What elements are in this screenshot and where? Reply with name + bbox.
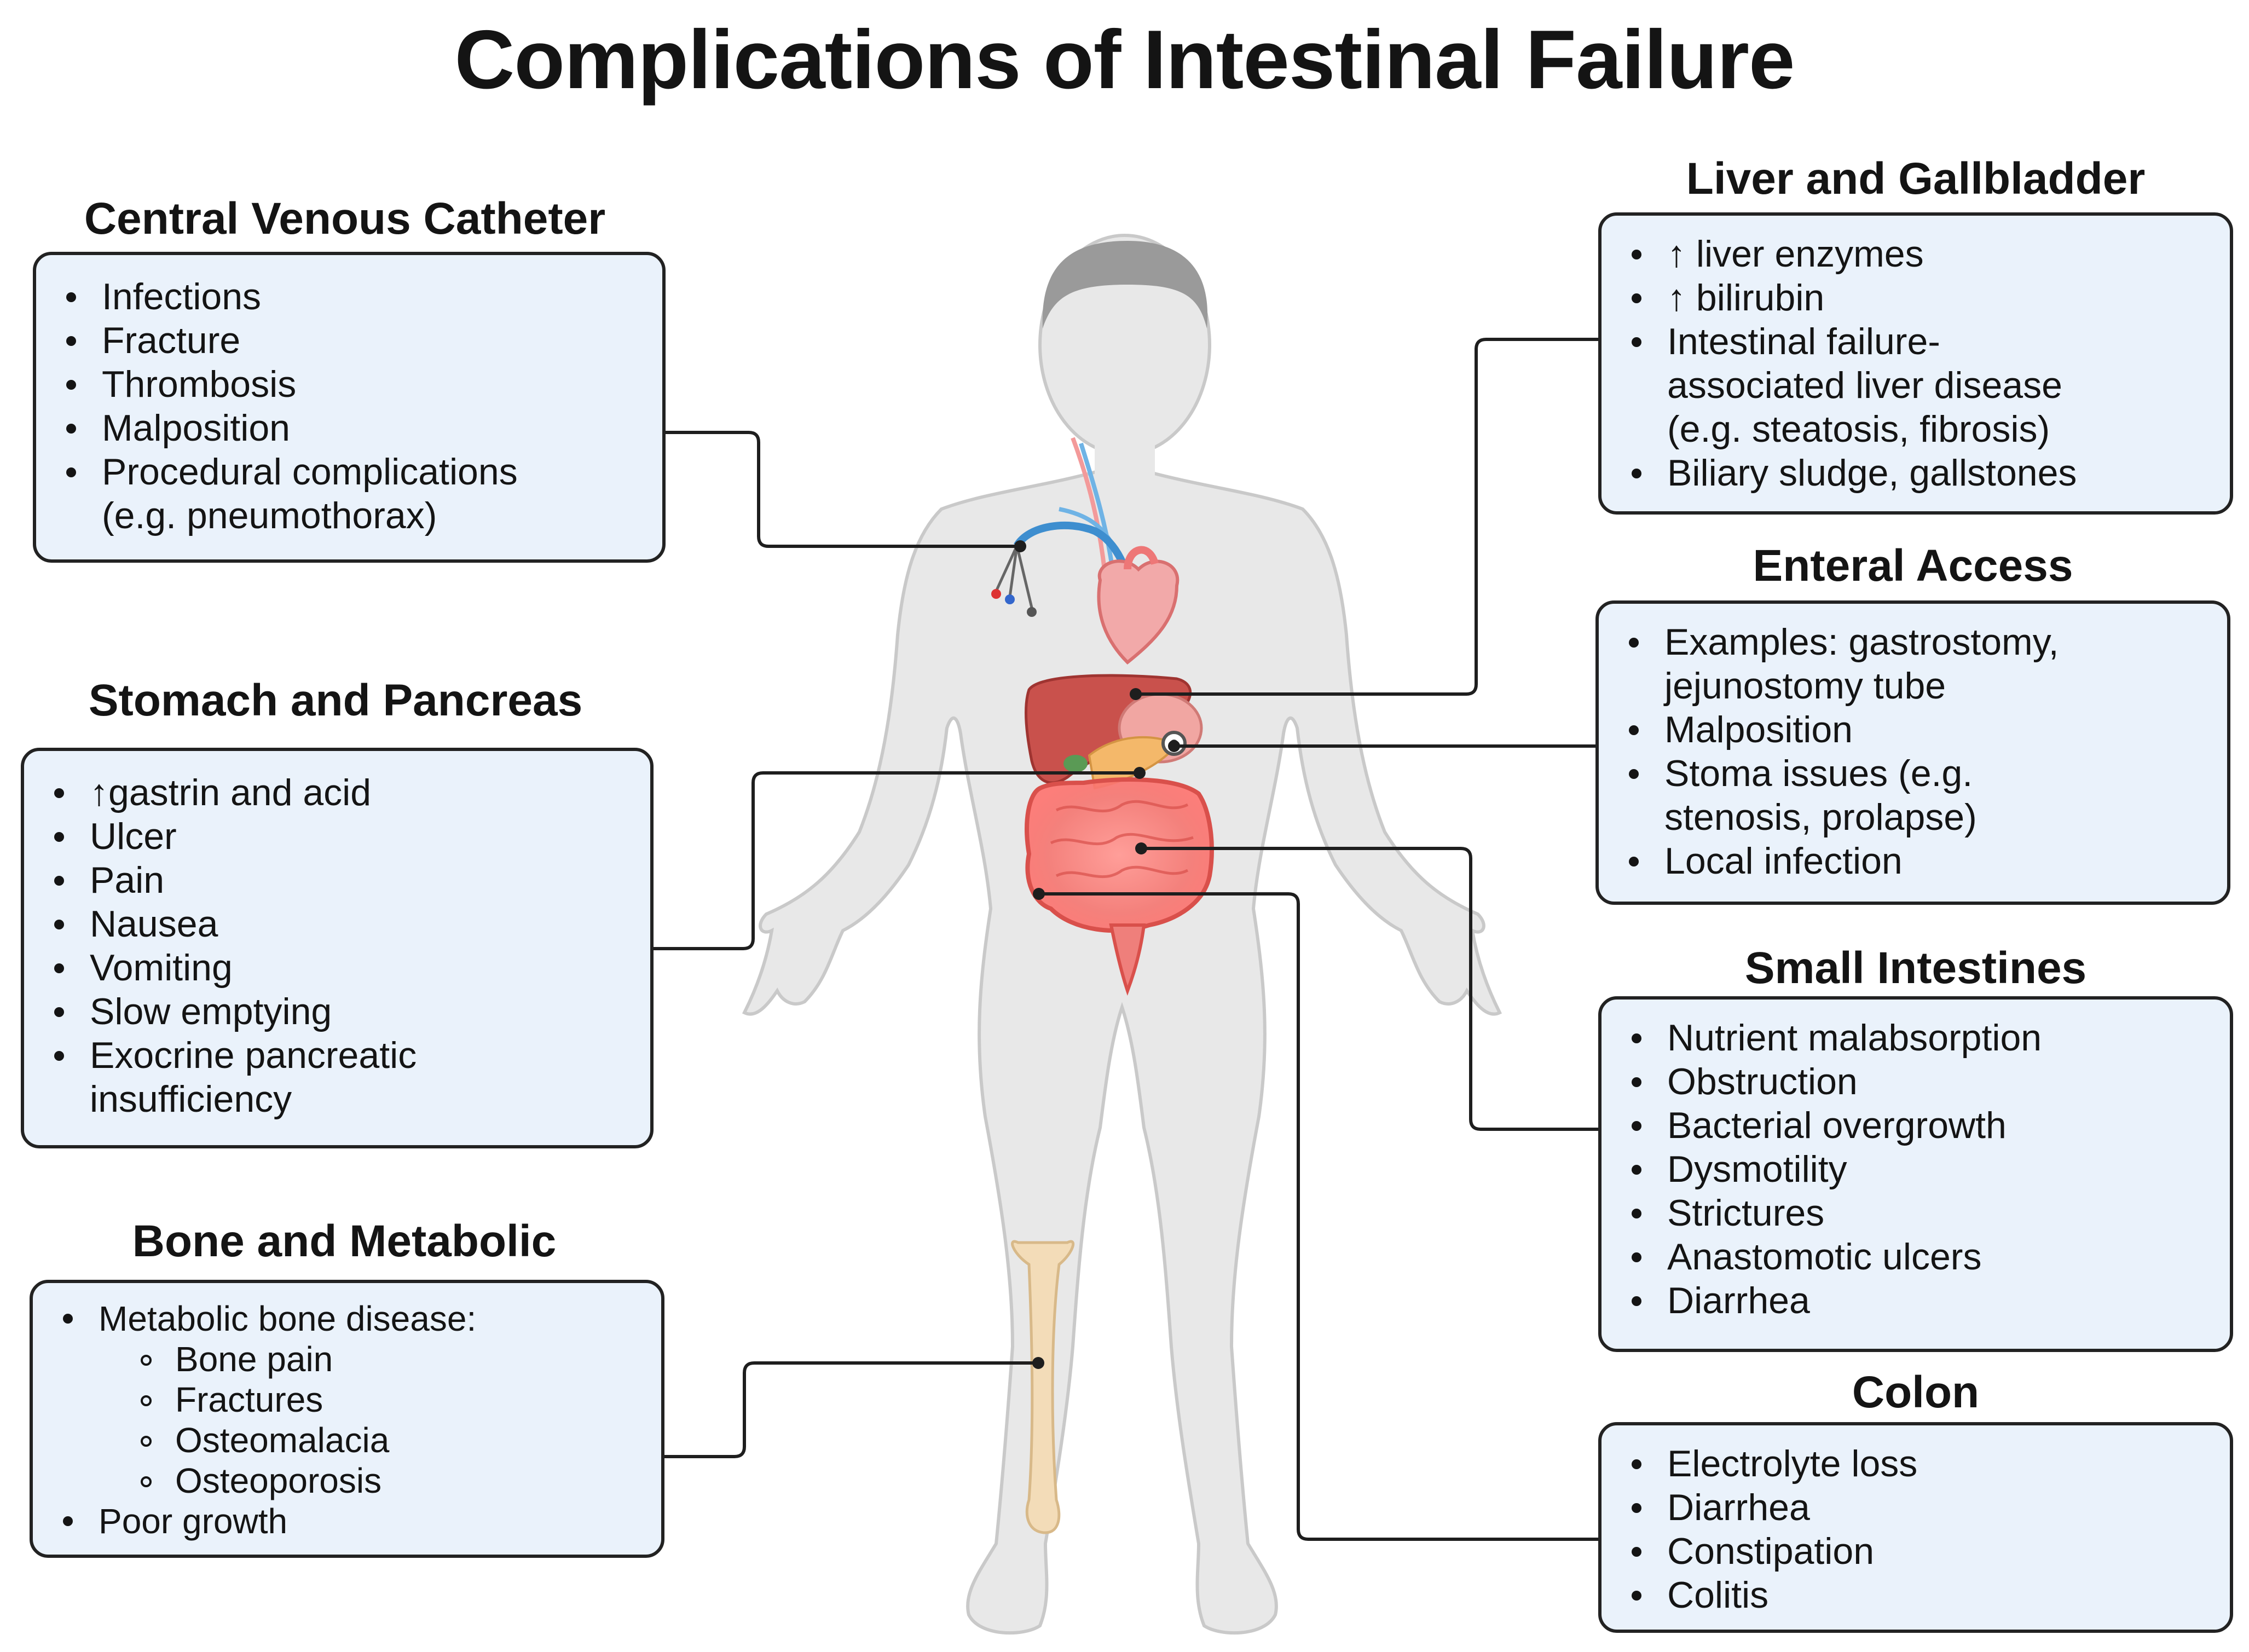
- bone-box: Metabolic bone disease: Bone pain Fractu…: [30, 1280, 664, 1558]
- list-item: Vomiting: [24, 946, 650, 990]
- list-item: ↑ liver enzymes: [1602, 232, 2230, 276]
- leader-endpoints: [1014, 540, 1180, 1369]
- leader-liver: [1136, 338, 1598, 696]
- list-item: Nausea: [24, 902, 650, 946]
- list-item: Biliary sludge, gallstones: [1602, 451, 2230, 495]
- list-item: Slow emptying: [24, 990, 650, 1033]
- leader-bone: [660, 1361, 1038, 1458]
- cvc-list: Infections Fracture Thrombosis Malpositi…: [36, 275, 662, 538]
- list-item: Diarrhea: [1602, 1486, 2230, 1529]
- list-item: Exocrine pancreatic: [24, 1033, 650, 1077]
- list-item: Malposition: [1599, 708, 2227, 752]
- list-item: Fracture: [36, 319, 662, 362]
- list-item-continued: stenosis, prolapse): [1664, 796, 1977, 838]
- list-item: Diarrhea: [1602, 1279, 2230, 1322]
- stomach-heading: Stomach and Pancreas: [88, 675, 583, 725]
- cvc-heading: Central Venous Catheter: [84, 194, 606, 244]
- list-item-continued: insufficiency: [90, 1078, 292, 1120]
- list-item: Metabolic bone disease:: [33, 1298, 661, 1339]
- small-intestines-list: Nutrient malabsorption Obstruction Bacte…: [1602, 1016, 2230, 1322]
- leader-small: [1141, 847, 1598, 1131]
- colon-heading: Colon: [1852, 1367, 1980, 1417]
- list-item: ↑gastrin and acid: [24, 771, 650, 815]
- list-item: ↑ bilirubin: [1602, 276, 2230, 320]
- list-item: Obstruction: [1602, 1060, 2230, 1104]
- list-item: Constipation: [1602, 1529, 2230, 1573]
- list-item: Poor growth: [33, 1501, 661, 1541]
- leader-cvc: [661, 431, 1020, 548]
- list-item: Colitis: [1602, 1573, 2230, 1617]
- list-item: Nutrient malabsorption: [1602, 1016, 2230, 1060]
- tibia-bone-icon: [1011, 1240, 1075, 1534]
- small-intestine-icon: [1025, 777, 1214, 933]
- sub-list-item: Fractures: [33, 1379, 661, 1420]
- list-item: Procedural complications: [36, 450, 662, 494]
- list-item-continued: (e.g. steatosis, fibrosis): [1667, 408, 2050, 450]
- liver-heading: Liver and Gallbladder: [1686, 154, 2146, 204]
- list-item: Pain: [24, 858, 650, 902]
- list-item-continued: associated liver disease: [1667, 365, 2062, 406]
- torso-outline: [742, 394, 1502, 1635]
- sub-list-item: Osteoporosis: [33, 1460, 661, 1501]
- sub-list-item: Bone pain: [33, 1339, 661, 1379]
- list-item: Anastomotic ulcers: [1602, 1235, 2230, 1279]
- neck-icon: [1095, 438, 1155, 482]
- list-item-continued: (e.g. pneumothorax): [102, 495, 437, 536]
- stomach-box: ↑gastrin and acid Ulcer Pain Nausea Vomi…: [21, 748, 654, 1148]
- small-intestines-heading: Small Intestines: [1744, 943, 2087, 993]
- liver-list: ↑ liver enzymes ↑ bilirubin Intestinal f…: [1602, 232, 2230, 495]
- gallbladder-icon: [1063, 755, 1088, 772]
- hair-icon: [1042, 241, 1208, 328]
- enteral-list: Examples: gastrostomy, jejunostomy tube …: [1599, 620, 2227, 883]
- list-item: Dysmotility: [1602, 1147, 2230, 1191]
- figure-title: Complications of Intestinal Failure: [454, 13, 1795, 106]
- list-item: Stoma issues (e.g.: [1599, 752, 2227, 795]
- leader-lines: [649, 338, 1598, 1541]
- list-item: Strictures: [1602, 1191, 2230, 1235]
- list-item: Local infection: [1599, 839, 2227, 883]
- list-item: Thrombosis: [36, 362, 662, 406]
- colon-list: Electrolyte loss Diarrhea Constipation C…: [1602, 1442, 2230, 1617]
- list-item: Bacterial overgrowth: [1602, 1104, 2230, 1147]
- liver-box: ↑ liver enzymes ↑ bilirubin Intestinal f…: [1598, 212, 2233, 515]
- bone-heading: Bone and Metabolic: [132, 1216, 557, 1266]
- list-item: Electrolyte loss: [1602, 1442, 2230, 1486]
- list-item: Infections: [36, 275, 662, 319]
- bone-list: Metabolic bone disease: Bone pain Fractu…: [33, 1298, 661, 1541]
- colon-icon: [1109, 923, 1146, 996]
- intestine-loops-icon: [1050, 800, 1194, 879]
- aorta-icon: [1124, 546, 1159, 570]
- cvc-box: Infections Fracture Thrombosis Malpositi…: [33, 252, 666, 563]
- leader-colon: [1039, 892, 1598, 1541]
- sub-list-item: Osteomalacia: [33, 1420, 661, 1460]
- enteral-heading: Enteral Access: [1753, 541, 2073, 591]
- body-silhouette: [742, 234, 1502, 1635]
- list-item-continued: jejunostomy tube: [1664, 665, 1946, 707]
- small-intestines-box: Nutrient malabsorption Obstruction Bacte…: [1598, 996, 2233, 1352]
- leader-stomach: [649, 771, 1140, 950]
- catheter-ports-icon: [991, 545, 1037, 617]
- list-item: Malposition: [36, 406, 662, 450]
- list-item: Ulcer: [24, 815, 650, 858]
- enteral-box: Examples: gastrostomy, jejunostomy tube …: [1595, 600, 2230, 905]
- colon-box: Electrolyte loss Diarrhea Constipation C…: [1598, 1422, 2233, 1633]
- list-item: Examples: gastrostomy,: [1599, 620, 2227, 664]
- stomach-list: ↑gastrin and acid Ulcer Pain Nausea Vomi…: [24, 771, 650, 1121]
- list-item: Intestinal failure-: [1602, 320, 2230, 363]
